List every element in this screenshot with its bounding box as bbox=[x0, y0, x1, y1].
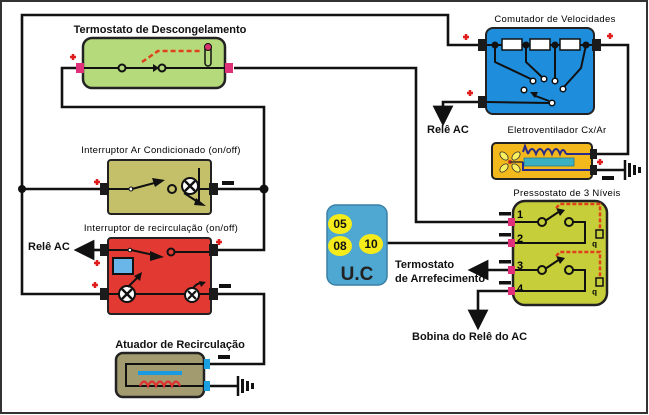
plus-icon bbox=[94, 179, 100, 185]
indicator-window-icon bbox=[112, 257, 134, 275]
minus-icon bbox=[602, 176, 614, 180]
control-unit: 05 08 10 U.C bbox=[326, 204, 388, 286]
minus-icon bbox=[219, 284, 231, 288]
wire-left-bus bbox=[20, 189, 100, 296]
sensor-label: b bbox=[592, 240, 597, 249]
wiring bbox=[18, 13, 630, 388]
sensor-label: b bbox=[592, 288, 597, 297]
minus-icon bbox=[499, 281, 511, 285]
defrost-thermostat: Termostato de Descongelamento bbox=[70, 24, 247, 90]
uc-pin-label: 10 bbox=[364, 237, 378, 251]
wire-speed-to-fan bbox=[596, 43, 630, 156]
speed-switch-label: Comutador de Velocidades bbox=[494, 14, 615, 25]
wire-main-bus-top bbox=[20, 13, 480, 189]
fan-icon bbox=[499, 151, 521, 173]
ground-icon bbox=[623, 160, 641, 180]
pressure-switch: 1 2 3 4 b b Pressostato de 3 Níveis bbox=[499, 188, 620, 307]
coil-icon bbox=[527, 148, 567, 157]
plus-icon bbox=[216, 239, 222, 245]
resistor-icon bbox=[559, 38, 581, 51]
uc-label: U.C bbox=[341, 264, 374, 285]
wire-recirc-to-actuator bbox=[210, 292, 266, 366]
minus-icon bbox=[499, 260, 511, 264]
speed-switch: Comutador de Velocidades Relê AC bbox=[427, 14, 615, 136]
defrost-thermostat-label: Termostato de Descongelamento bbox=[74, 24, 247, 36]
ac-switch: Interruptor Ar Condicionado (on/off) bbox=[81, 145, 241, 215]
wire-speed-to-relay bbox=[432, 100, 484, 127]
wire-defrost-out-to-pressostat bbox=[234, 66, 510, 224]
coolant-thermostat-label-1: Termostato bbox=[395, 259, 454, 271]
pin-label: 2 bbox=[517, 233, 523, 245]
uc-pin-label: 05 bbox=[333, 217, 347, 231]
plus-icon bbox=[92, 282, 98, 288]
plus-icon bbox=[467, 90, 473, 96]
minus-icon bbox=[222, 181, 234, 185]
fan-label: Eletroventilador Cx/Ar bbox=[508, 125, 607, 136]
wire-defrost-in bbox=[60, 66, 266, 189]
uc-pin bbox=[328, 214, 352, 234]
plus-icon bbox=[463, 34, 469, 40]
ac-switch-label: Interruptor Ar Condicionado (on/off) bbox=[81, 145, 241, 156]
recirculation-actuator: Atuador de Recirculação bbox=[114, 339, 254, 399]
resistor-icon bbox=[501, 38, 523, 51]
uc-pin-label: 08 bbox=[333, 239, 347, 253]
coolant-thermostat-label-2: de Arrefecimento bbox=[395, 273, 485, 285]
junction-dot bbox=[259, 184, 269, 194]
pin-label: 4 bbox=[517, 283, 524, 295]
pressure-switch-label: Pressostato de 3 Níveis bbox=[513, 188, 620, 199]
minus-icon bbox=[499, 212, 511, 216]
relay-ac-label-right: Relê AC bbox=[427, 124, 469, 136]
resistor-icon bbox=[529, 38, 551, 51]
plus-icon bbox=[70, 54, 76, 60]
recirculation-switch: Interruptor de recirculação (on/off) Rel… bbox=[28, 223, 238, 315]
plus-icon bbox=[597, 159, 603, 165]
electric-fan: Eletroventilador Cx/Ar bbox=[491, 125, 641, 180]
connector bbox=[225, 63, 233, 73]
minus-icon bbox=[218, 355, 230, 359]
pin-label: 3 bbox=[517, 260, 523, 272]
minus-icon bbox=[499, 233, 511, 237]
relay-coil-label: Bobina do Relê do AC bbox=[412, 331, 527, 343]
actuator-label: Atuador de Recirculação bbox=[115, 339, 245, 351]
connector bbox=[76, 63, 84, 73]
ground-icon bbox=[236, 376, 254, 396]
uc-pin bbox=[359, 234, 383, 254]
wire-to-recirc-upper bbox=[218, 189, 266, 252]
relay-ac-label-left: Relê AC bbox=[28, 241, 70, 253]
wire-pin4-arrow bbox=[467, 289, 510, 331]
plus-icon bbox=[607, 33, 613, 39]
coil-icon bbox=[138, 380, 182, 389]
pin-label: 1 bbox=[517, 209, 523, 221]
junction-dot bbox=[18, 185, 26, 193]
uc-pin bbox=[328, 236, 352, 256]
recirc-switch-label: Interruptor de recirculação (on/off) bbox=[84, 223, 238, 234]
plus-icon bbox=[94, 260, 100, 266]
